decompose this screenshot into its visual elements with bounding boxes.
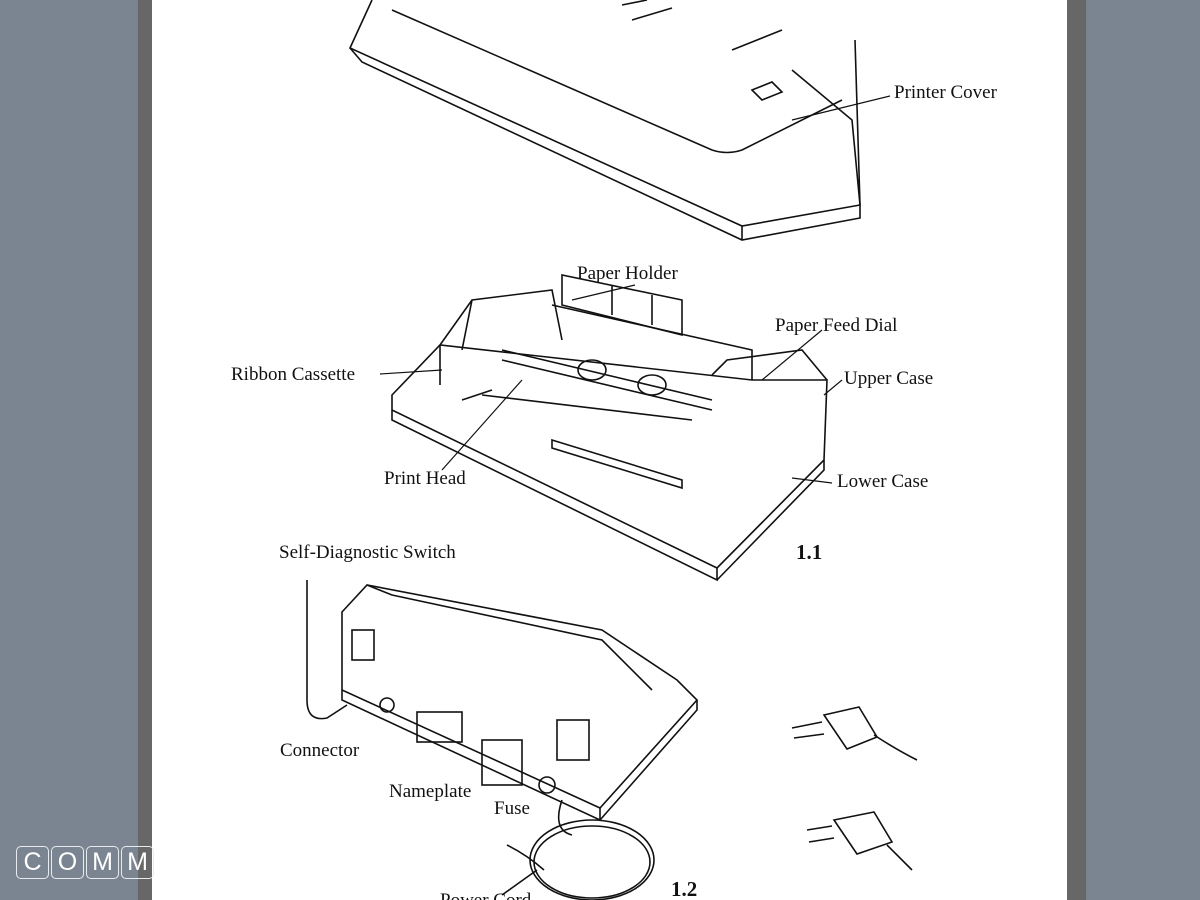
label-power-cord: Power Cord bbox=[440, 890, 531, 900]
document-page: Printer Cover Paper Holder Paper Feed Di… bbox=[152, 0, 1067, 900]
label-print-head: Print Head bbox=[384, 468, 466, 489]
page-shadow-right bbox=[1067, 0, 1086, 900]
figure-number-1-2: 1.2 bbox=[671, 877, 698, 900]
label-connector: Connector bbox=[280, 740, 360, 761]
label-paper-holder: Paper Holder bbox=[577, 263, 678, 284]
watermark-logo: C O M M bbox=[16, 846, 154, 879]
printer-illustration bbox=[306, 0, 918, 900]
label-printer-cover: Printer Cover bbox=[894, 82, 997, 103]
power-plugs-drawing bbox=[791, 706, 918, 871]
label-upper-case: Upper Case bbox=[844, 368, 934, 389]
printer-rear-drawing bbox=[306, 580, 699, 900]
label-paper-feed-dial: Paper Feed Dial bbox=[775, 315, 898, 336]
label-fuse: Fuse bbox=[494, 798, 530, 819]
label-ribbon-cassette: Ribbon Cassette bbox=[231, 364, 356, 385]
label-self-diagnostic-switch: Self-Diagnostic Switch bbox=[279, 542, 456, 563]
figure-number-1-1: 1.1 bbox=[796, 540, 823, 564]
watermark-letter: M bbox=[86, 846, 119, 879]
leader-lines bbox=[379, 95, 891, 484]
label-lower-case: Lower Case bbox=[837, 471, 929, 492]
page-shadow-left bbox=[138, 0, 152, 900]
watermark-letter: C bbox=[16, 846, 49, 879]
label-nameplate: Nameplate bbox=[389, 781, 472, 802]
printer-cover-drawing bbox=[348, 0, 861, 241]
printer-main-drawing bbox=[391, 274, 828, 582]
watermark-letter: O bbox=[51, 846, 84, 879]
watermark-letter: M bbox=[121, 846, 154, 879]
